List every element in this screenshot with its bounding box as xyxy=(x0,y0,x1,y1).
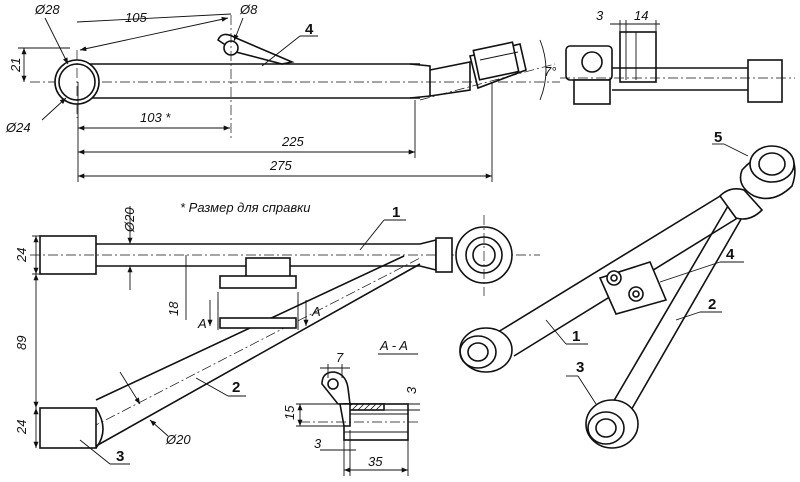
dim-diameter-28: Ø28 xyxy=(34,2,60,17)
dim-103-reference: 103 * xyxy=(140,110,171,125)
dim-section-3-bottom: 3 xyxy=(314,436,322,451)
section-marker-left: A xyxy=(197,316,207,331)
dim-right-3: 3 xyxy=(596,8,604,23)
section-marker-right: A xyxy=(311,304,321,319)
iso-label-5: 5 xyxy=(714,129,722,146)
top-elevation-view: Ø28 105 Ø8 21 Ø24 103 * 225 275 7° 4 xyxy=(5,2,560,182)
dim-section-35: 35 xyxy=(368,454,383,469)
dim-plan-18: 18 xyxy=(166,301,181,316)
dim-225: 225 xyxy=(281,134,304,149)
iso-label-2: 2 xyxy=(708,296,716,313)
iso-label-4: 4 xyxy=(726,246,735,263)
dim-105: 105 xyxy=(125,10,147,25)
part-label-3-plan: 3 xyxy=(116,448,124,465)
dim-section-15: 15 xyxy=(282,405,297,420)
dim-275: 275 xyxy=(269,158,292,173)
reference-note: * Размер для справки xyxy=(180,200,311,215)
dim-plan-89: 89 xyxy=(14,336,29,350)
isometric-view: 5 4 1 2 3 xyxy=(459,129,796,449)
top-right-end-view: 3 14 xyxy=(560,8,795,105)
iso-label-3: 3 xyxy=(576,359,584,376)
dim-section-7: 7 xyxy=(336,350,344,365)
part-label-2-plan: 2 xyxy=(232,379,240,396)
dim-right-14: 14 xyxy=(634,8,648,23)
section-a-a: A - A 7 3 15 3 xyxy=(282,338,420,476)
part-label-1-plan: 1 xyxy=(392,204,400,221)
plan-view: A A Ø20 24 18 89 24 Ø20 1 2 3 xyxy=(14,204,540,465)
dim-section-3-right: 3 xyxy=(404,386,419,394)
iso-label-1: 1 xyxy=(572,328,580,345)
dim-plan-24-top: 24 xyxy=(14,248,29,263)
section-title: A - A xyxy=(379,338,408,353)
dim-diameter-8: Ø8 xyxy=(239,2,258,17)
dim-21: 21 xyxy=(8,58,23,73)
dim-diameter-24: Ø24 xyxy=(5,120,31,135)
dim-plan-diameter-20-top: Ø20 xyxy=(122,207,137,233)
dim-plan-24-bottom: 24 xyxy=(14,420,29,435)
dim-plan-diameter-20-bottom: Ø20 xyxy=(165,432,191,447)
dim-angle-7: 7° xyxy=(544,64,556,79)
part-label-4-top: 4 xyxy=(305,21,314,38)
